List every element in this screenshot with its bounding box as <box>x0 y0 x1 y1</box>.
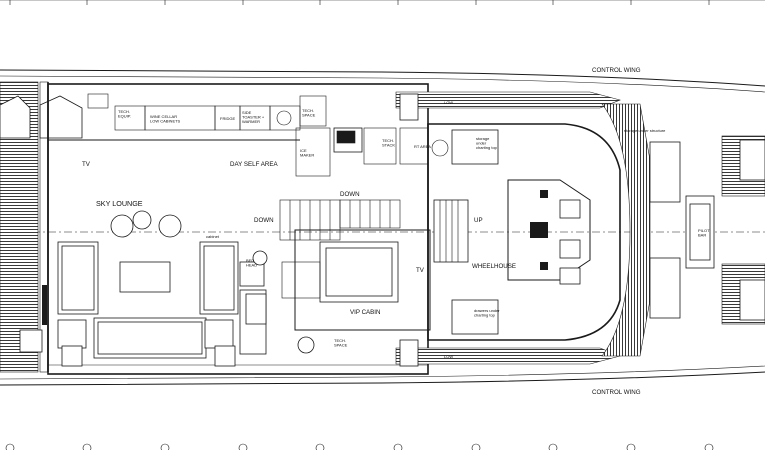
hull-outline <box>0 69 765 386</box>
side-decks <box>395 91 621 367</box>
label-tech-stack: TECH.STACK <box>382 138 395 147</box>
label-tv-mid: TV <box>416 267 425 274</box>
label-tv-left: TV <box>82 161 91 168</box>
label-fridge: FRIDGE <box>220 116 235 121</box>
grid-marks-top <box>0 0 765 5</box>
stair-and-vip-cabin <box>245 199 431 354</box>
grid-markers-bottom <box>5 443 714 450</box>
label-control-wing-bottom: CONTROL WING <box>592 389 641 396</box>
label-sky-lounge: SKY LOUNGE <box>96 199 143 208</box>
label-low-top: LOW <box>444 100 453 105</box>
galley-cabinets <box>87 93 449 177</box>
label-storage-fwd: storage under structure <box>624 128 666 133</box>
label-rt-area: RT AREA <box>414 144 431 149</box>
label-cabinet: cabinet <box>206 234 220 239</box>
wheelhouse <box>427 123 621 341</box>
sky-lounge-furniture <box>57 210 267 367</box>
label-tech-space-bottom: TECH.SPACE <box>334 338 348 347</box>
label-wheelhouse: WHEELHOUSE <box>472 263 516 270</box>
label-low-bottom: LOW <box>444 354 453 359</box>
label-down-2: DOWN <box>254 217 274 224</box>
label-vip-cabin: VIP CABIN <box>350 309 381 316</box>
label-day-self-area: DAY SELF AREA <box>230 161 278 168</box>
label-up: UP <box>474 217 483 224</box>
label-tech-equip: TECH.EQUIP. <box>118 109 131 118</box>
plan-labels: CONTROL WING CONTROL WING TECH.EQUIP. WI… <box>82 67 710 396</box>
label-control-wing-top: CONTROL WING <box>592 67 641 74</box>
label-down-1: DOWN <box>340 191 360 198</box>
foredeck <box>601 103 765 357</box>
label-tech-space-top: TECH.SPACE <box>302 108 316 117</box>
